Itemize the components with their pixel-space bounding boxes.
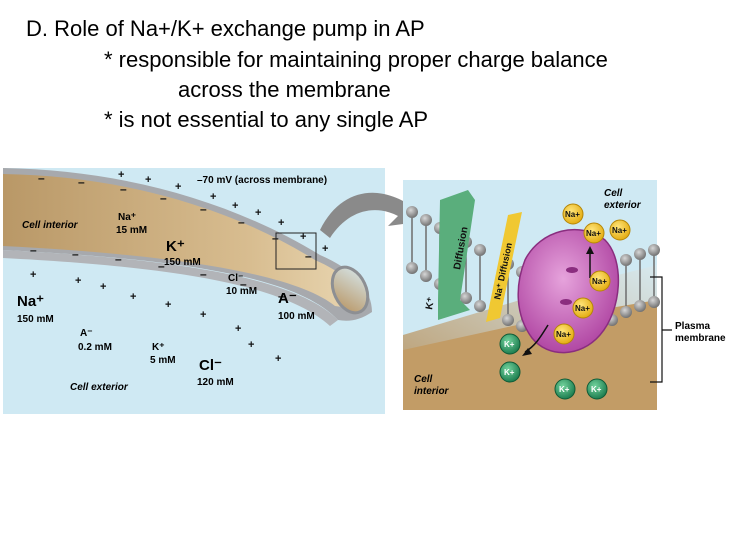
figure: ––– ––– –– ––– ––– – +++ +++ +++ +++ +++…	[0, 160, 740, 420]
svg-text:K+: K+	[504, 368, 515, 377]
svg-text:+: +	[118, 169, 124, 181]
plasma-membrane-label-2: membrane	[675, 333, 726, 344]
cl-exterior: Cl⁻	[199, 357, 222, 374]
svg-text:K+: K+	[504, 340, 515, 349]
svg-text:+: +	[200, 309, 206, 321]
svg-text:+: +	[100, 281, 106, 293]
svg-text:+: +	[248, 339, 254, 351]
k-interior: K⁺	[166, 238, 185, 255]
na-interior-conc: 15 mM	[116, 225, 147, 236]
na-exterior: Na⁺	[17, 293, 44, 310]
svg-text:–: –	[72, 247, 79, 261]
voltage-label: –70 mV (across membrane)	[197, 175, 327, 186]
svg-text:+: +	[232, 200, 238, 212]
svg-text:+: +	[75, 275, 81, 287]
svg-text:+: +	[255, 207, 261, 219]
pump-cell-exterior-1: Cell	[604, 188, 623, 199]
pump-cell-interior-1: Cell	[414, 374, 433, 385]
svg-text:+: +	[130, 291, 136, 303]
svg-text:–: –	[305, 249, 312, 263]
pump-cell-interior-2: interior	[414, 386, 450, 397]
bullet-charge-balance-cont: across the membrane	[178, 77, 391, 103]
k-exterior-conc: 5 mM	[150, 355, 176, 366]
svg-text:+: +	[145, 174, 151, 186]
axon-panel: ––– ––– –– ––– ––– – +++ +++ +++ +++ +++…	[3, 168, 418, 414]
pump-cell-exterior-2: exterior	[604, 200, 642, 211]
cl-exterior-conc: 120 mM	[197, 377, 234, 388]
svg-text:+: +	[275, 353, 281, 365]
k-exterior: K⁺	[152, 342, 165, 353]
cell-exterior-label: Cell exterior	[70, 382, 129, 393]
svg-text:+: +	[278, 217, 284, 229]
svg-text:+: +	[175, 181, 181, 193]
svg-text:–: –	[200, 267, 207, 281]
svg-text:+: +	[165, 299, 171, 311]
svg-text:–: –	[120, 182, 127, 196]
svg-text:Na+: Na+	[575, 304, 590, 313]
svg-text:Na+: Na+	[592, 277, 607, 286]
svg-text:+: +	[30, 269, 36, 281]
k-interior-conc: 150 mM	[164, 257, 201, 268]
svg-text:K+: K+	[591, 385, 602, 394]
svg-text:–: –	[38, 171, 45, 185]
cell-interior-label: Cell interior	[22, 220, 79, 231]
a-exterior: A⁻	[80, 328, 93, 339]
svg-text:K+: K+	[559, 385, 570, 394]
bullet-charge-balance: * responsible for maintaining proper cha…	[104, 47, 608, 73]
na-interior: Na⁺	[118, 212, 136, 223]
svg-text:+: +	[235, 323, 241, 335]
svg-text:–: –	[78, 175, 85, 189]
cl-interior: Cl⁻	[228, 273, 243, 284]
svg-text:–: –	[200, 202, 207, 216]
svg-text:–: –	[238, 215, 245, 229]
svg-text:Na+: Na+	[612, 226, 627, 235]
na-exterior-conc: 150 mM	[17, 314, 54, 325]
a-exterior-conc: 0.2 mM	[78, 342, 112, 353]
cl-interior-conc: 10 mM	[226, 286, 257, 297]
plasma-membrane-label-1: Plasma	[675, 321, 710, 332]
slide-title: D. Role of Na+/K+ exchange pump in AP	[26, 16, 425, 42]
a-interior: A⁻	[278, 290, 297, 307]
bullet-not-essential: * is not essential to any single AP	[104, 107, 428, 133]
k-label: K⁺	[424, 296, 437, 310]
svg-text:+: +	[210, 191, 216, 203]
a-interior-conc: 100 mM	[278, 311, 315, 322]
svg-text:Na+: Na+	[586, 229, 601, 238]
svg-text:Na+: Na+	[556, 330, 571, 339]
svg-text:Na+: Na+	[565, 210, 580, 219]
svg-text:–: –	[160, 191, 167, 205]
svg-text:–: –	[30, 243, 37, 257]
pump-panel: Diffusion K⁺ Na⁺ Diffusion Na+ Na+ Na+ N…	[403, 180, 660, 410]
svg-text:+: +	[322, 243, 328, 255]
svg-text:–: –	[115, 252, 122, 266]
